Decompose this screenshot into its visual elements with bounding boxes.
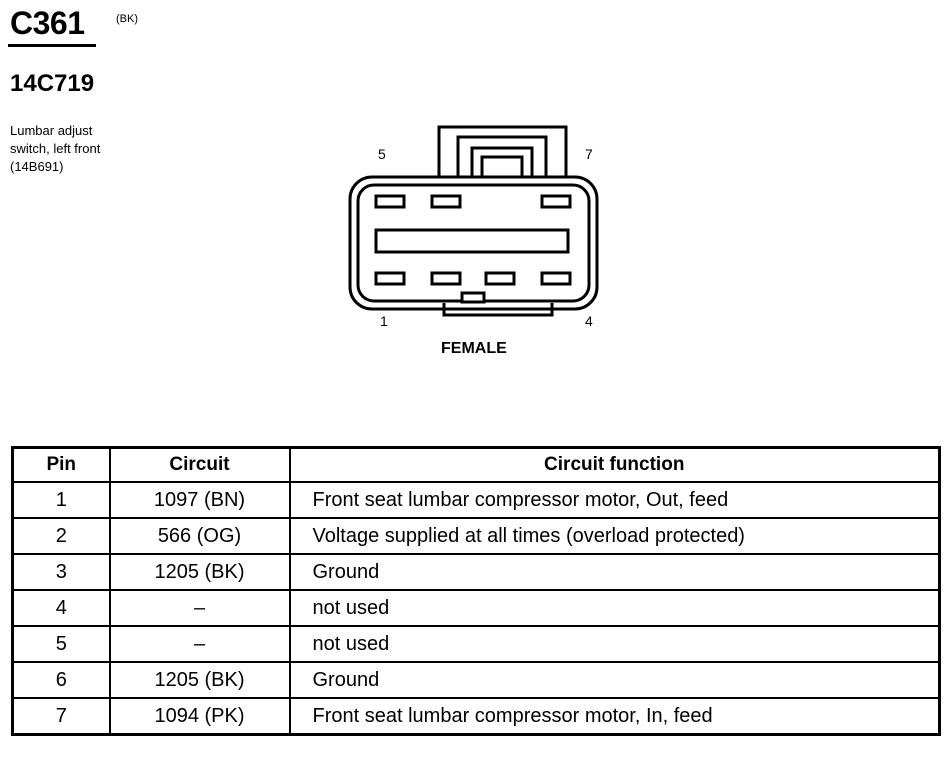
cell-pin: 3 xyxy=(11,553,111,591)
cell-circuit: 1097 (BN) xyxy=(108,481,291,519)
cell-pin: 1 xyxy=(11,481,111,519)
cell-function: not used xyxy=(288,589,941,627)
header-circuit: Circuit xyxy=(108,446,291,483)
table-row: 5 – not used xyxy=(11,625,941,663)
pin-label-4: 4 xyxy=(585,313,593,329)
connector-color: (BK) xyxy=(116,13,138,25)
terminal-cavity-7 xyxy=(540,194,572,209)
cell-circuit: 566 (OG) xyxy=(108,517,291,555)
table-row: 4 – not used xyxy=(11,589,941,627)
table-row: 2 566 (OG) Voltage supplied at all times… xyxy=(11,517,941,555)
bottom-key-slot xyxy=(460,291,486,304)
cell-circuit: – xyxy=(108,625,291,663)
cell-circuit: 1205 (BK) xyxy=(108,553,291,591)
pin-label-5: 5 xyxy=(378,146,386,162)
connector-face-diagram xyxy=(348,125,599,317)
table-row: 7 1094 (PK) Front seat lumbar compressor… xyxy=(11,697,941,736)
connector-id: C361 xyxy=(10,5,85,41)
cell-pin: 4 xyxy=(11,589,111,627)
table-header-row: Pin Circuit Circuit function xyxy=(11,446,941,483)
connector-id-underline xyxy=(8,44,96,47)
terminal-cavity-5 xyxy=(374,194,406,209)
table-row: 6 1205 (BK) Ground xyxy=(11,661,941,699)
terminal-cavity-3 xyxy=(484,271,516,286)
part-number: 14C719 xyxy=(10,70,95,97)
terminal-cavity-6 xyxy=(430,194,462,209)
cell-function: Ground xyxy=(288,661,941,699)
connector-gender: FEMALE xyxy=(441,340,507,357)
bottom-key-skirt xyxy=(442,303,554,317)
pin-label-7: 7 xyxy=(585,146,593,162)
center-key-bar xyxy=(374,228,570,254)
cell-function: Voltage supplied at all times (overload … xyxy=(288,517,941,555)
terminal-cavity-4 xyxy=(540,271,572,286)
cell-function: not used xyxy=(288,625,941,663)
cell-pin: 6 xyxy=(11,661,111,699)
pin-table: Pin Circuit Circuit function 1 1097 (BN)… xyxy=(11,446,941,736)
table-row: 3 1205 (BK) Ground xyxy=(11,553,941,591)
terminal-cavity-2 xyxy=(430,271,462,286)
header-pin: Pin xyxy=(11,446,111,483)
latch-tongue-inner xyxy=(480,155,524,180)
terminal-cavity-1 xyxy=(374,271,406,286)
cell-function: Front seat lumbar compressor motor, In, … xyxy=(288,697,941,736)
table-row: 1 1097 (BN) Front seat lumbar compressor… xyxy=(11,481,941,519)
cell-circuit: 1094 (PK) xyxy=(108,697,291,736)
cell-function: Front seat lumbar compressor motor, Out,… xyxy=(288,481,941,519)
description-line-2: switch, left front xyxy=(10,141,101,156)
cell-circuit: 1205 (BK) xyxy=(108,661,291,699)
description-line-3: (14B691) xyxy=(10,159,64,174)
cell-pin: 7 xyxy=(11,697,111,736)
cell-pin: 5 xyxy=(11,625,111,663)
component-description: Lumbar adjust switch, left front (14B691… xyxy=(10,122,180,176)
cell-circuit: – xyxy=(108,589,291,627)
cell-function: Ground xyxy=(288,553,941,591)
description-line-1: Lumbar adjust xyxy=(10,123,93,138)
pin-label-1: 1 xyxy=(380,313,388,329)
header-circuit-function: Circuit function xyxy=(288,446,941,483)
cell-pin: 2 xyxy=(11,517,111,555)
